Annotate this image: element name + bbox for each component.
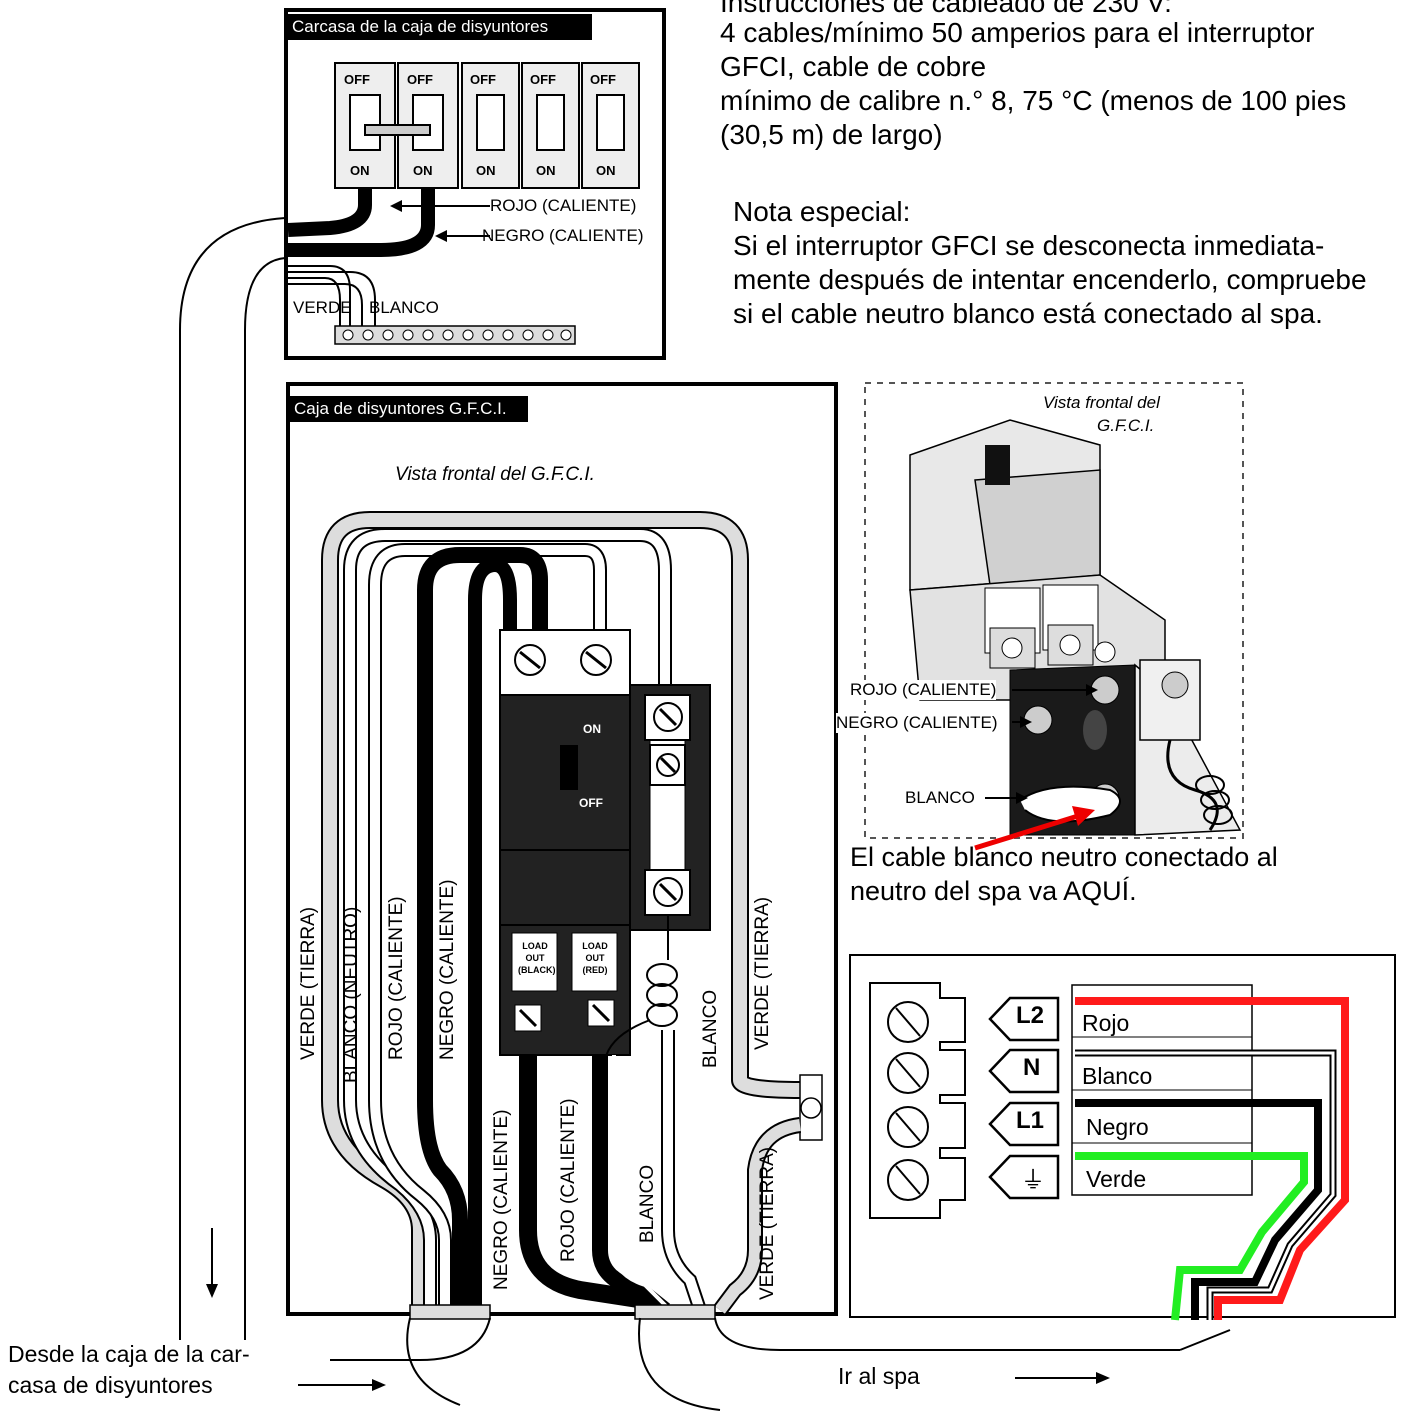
switch-on-2: ON xyxy=(413,163,433,178)
instructions-line5: (30,5 m) de largo) xyxy=(720,119,943,150)
instructions-line2: 4 cables/mínimo 50 amperios para el inte… xyxy=(720,17,1315,48)
note-heading: Nota especial: xyxy=(733,196,911,227)
switch-off-5: OFF xyxy=(590,72,616,87)
wire-label-blanco-right: BLANCO xyxy=(700,989,721,1068)
carcass-red-label: ROJO (CALIENTE) xyxy=(490,196,637,215)
gfci-front-view-label: Vista frontal del G.F.C.I. xyxy=(395,464,595,485)
gfci-box-title: Caja de disyuntores G.F.C.I. xyxy=(288,396,528,422)
wire-label-rojo-caliente: ROJO (CALIENTE) xyxy=(386,896,407,1060)
instructions-line4: mínimo de calibre n.° 8, 75 °C (menos de… xyxy=(720,85,1347,116)
inset-rojo-label: ROJO (CALIENTE) xyxy=(850,680,997,700)
from-carcass-line2: casa de disyuntores xyxy=(8,1372,213,1398)
switch-on-5: ON xyxy=(596,163,616,178)
from-carcass-line1: Desde la caja de la car- xyxy=(8,1341,250,1367)
wire-label-verde-tierra-bottom: VERDE (TIERRA) xyxy=(757,1146,778,1300)
switch-off-4: OFF xyxy=(530,72,556,87)
instructions-line1: Instrucciones de cableado de 230 V: xyxy=(720,0,1172,18)
wire-label-rojo-caliente-out: ROJO (CALIENTE) xyxy=(558,1098,579,1262)
wire-label-negro-caliente: NEGRO (CALIENTE) xyxy=(437,879,458,1060)
terminal-wire-verde: Verde xyxy=(1086,1166,1147,1192)
inset-title-line1: Vista frontal del xyxy=(1043,393,1160,412)
instructions-line3: GFCI, cable de cobre xyxy=(720,51,987,82)
wire-label-blanco-out: BLANCO xyxy=(637,1164,658,1243)
terminal-wire-rojo: Rojo xyxy=(1082,1010,1130,1036)
switch-on-3: ON xyxy=(476,163,496,178)
gfci-breaker-off: OFF xyxy=(579,796,603,810)
terminal-label-l2: L2 xyxy=(1016,1002,1045,1029)
switch-off-1: OFF xyxy=(344,72,370,87)
terminal-label-l1: L1 xyxy=(1016,1107,1045,1134)
note-line3: si el cable neutro blanco está conectado… xyxy=(733,298,1323,329)
wire-label-verde-tierra: VERDE (TIERRA) xyxy=(298,906,319,1060)
inset-blanco-label: BLANCO xyxy=(905,788,975,807)
gfci-breaker-on: ON xyxy=(583,722,601,736)
switch-off-2: OFF xyxy=(407,72,433,87)
carcass-black-label: NEGRO (CALIENTE) xyxy=(482,226,644,245)
note-line1: Si el interruptor GFCI se desconecta inm… xyxy=(733,230,1325,261)
switch-on-4: ON xyxy=(536,163,556,178)
switch-on-1: ON xyxy=(350,163,370,178)
to-spa-label: Ir al spa xyxy=(838,1363,920,1389)
inset-negro-label: NEGRO (CALIENTE) xyxy=(836,713,998,733)
breaker-carcass-title: Carcasa de la caja de disyuntores xyxy=(286,14,592,40)
ground-icon: ⏚ xyxy=(1021,1167,1045,1194)
inset-caption-line2: neutro del spa va AQUÍ. xyxy=(850,876,1137,906)
note-line2: mente después de intentar encenderlo, co… xyxy=(733,264,1367,295)
inset-title-line2: G.F.C.I. xyxy=(1097,416,1155,435)
wire-label-verde-tierra-right: VERDE (TIERRA) xyxy=(752,896,773,1050)
wire-label-negro-caliente-out: NEGRO (CALIENTE) xyxy=(491,1109,512,1290)
switch-off-3: OFF xyxy=(470,72,496,87)
wire-label-blanco-neutro: BLANCO (NEUTRO) xyxy=(341,906,362,1083)
inset-caption-line1: El cable blanco neutro conectado al xyxy=(850,842,1278,872)
terminal-label-n: N xyxy=(1023,1054,1041,1081)
terminal-wire-negro: Negro xyxy=(1086,1114,1149,1140)
terminal-wire-blanco: Blanco xyxy=(1082,1063,1153,1089)
carcass-white-label: BLANCO xyxy=(369,298,439,317)
carcass-green-label: VERDE xyxy=(293,298,352,317)
